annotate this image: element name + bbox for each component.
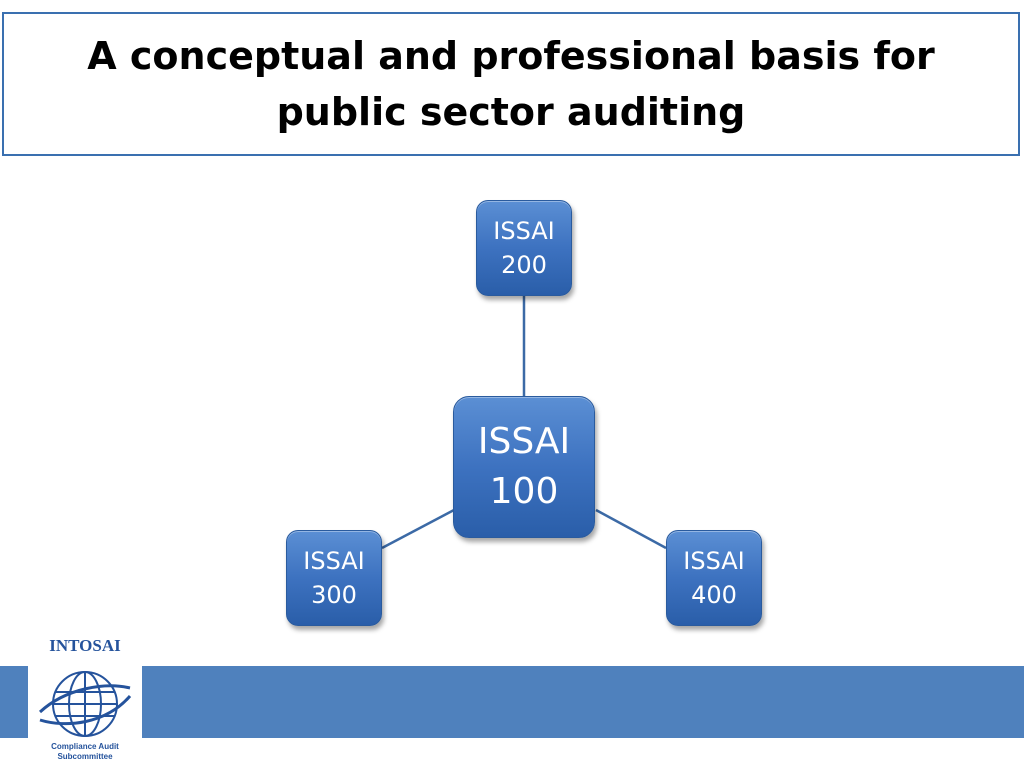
node-number: 300 [311,581,357,609]
title-box: A conceptual and professional basis for … [2,12,1020,156]
node-issai-100: ISSAI 100 [453,396,595,538]
globe-icon [38,671,132,737]
connector-left [381,508,455,550]
node-issai-200: ISSAI 200 [476,200,572,296]
logo-subtitle-line1: Compliance Audit [51,742,119,751]
footer-bar [0,666,1024,738]
node-number: 100 [489,471,559,512]
node-issai-400: ISSAI 400 [666,530,762,626]
logo-subtitle: Compliance Audit Subcommittee [28,742,142,762]
logo-subtitle-line2: Subcommittee [57,752,113,761]
connector-right [595,508,667,550]
node-label: ISSAI [683,547,745,575]
node-number: 400 [691,581,737,609]
node-number: 200 [501,251,547,279]
node-label: ISSAI [477,421,571,462]
node-issai-300: ISSAI 300 [286,530,382,626]
logo-title: INTOSAI [49,636,121,655]
slide-title: A conceptual and professional basis for … [87,34,935,134]
intosai-logo: INTOSAI Compliance Audit Subcommittee [28,632,142,768]
node-label: ISSAI [493,217,555,245]
node-label: ISSAI [303,547,365,575]
